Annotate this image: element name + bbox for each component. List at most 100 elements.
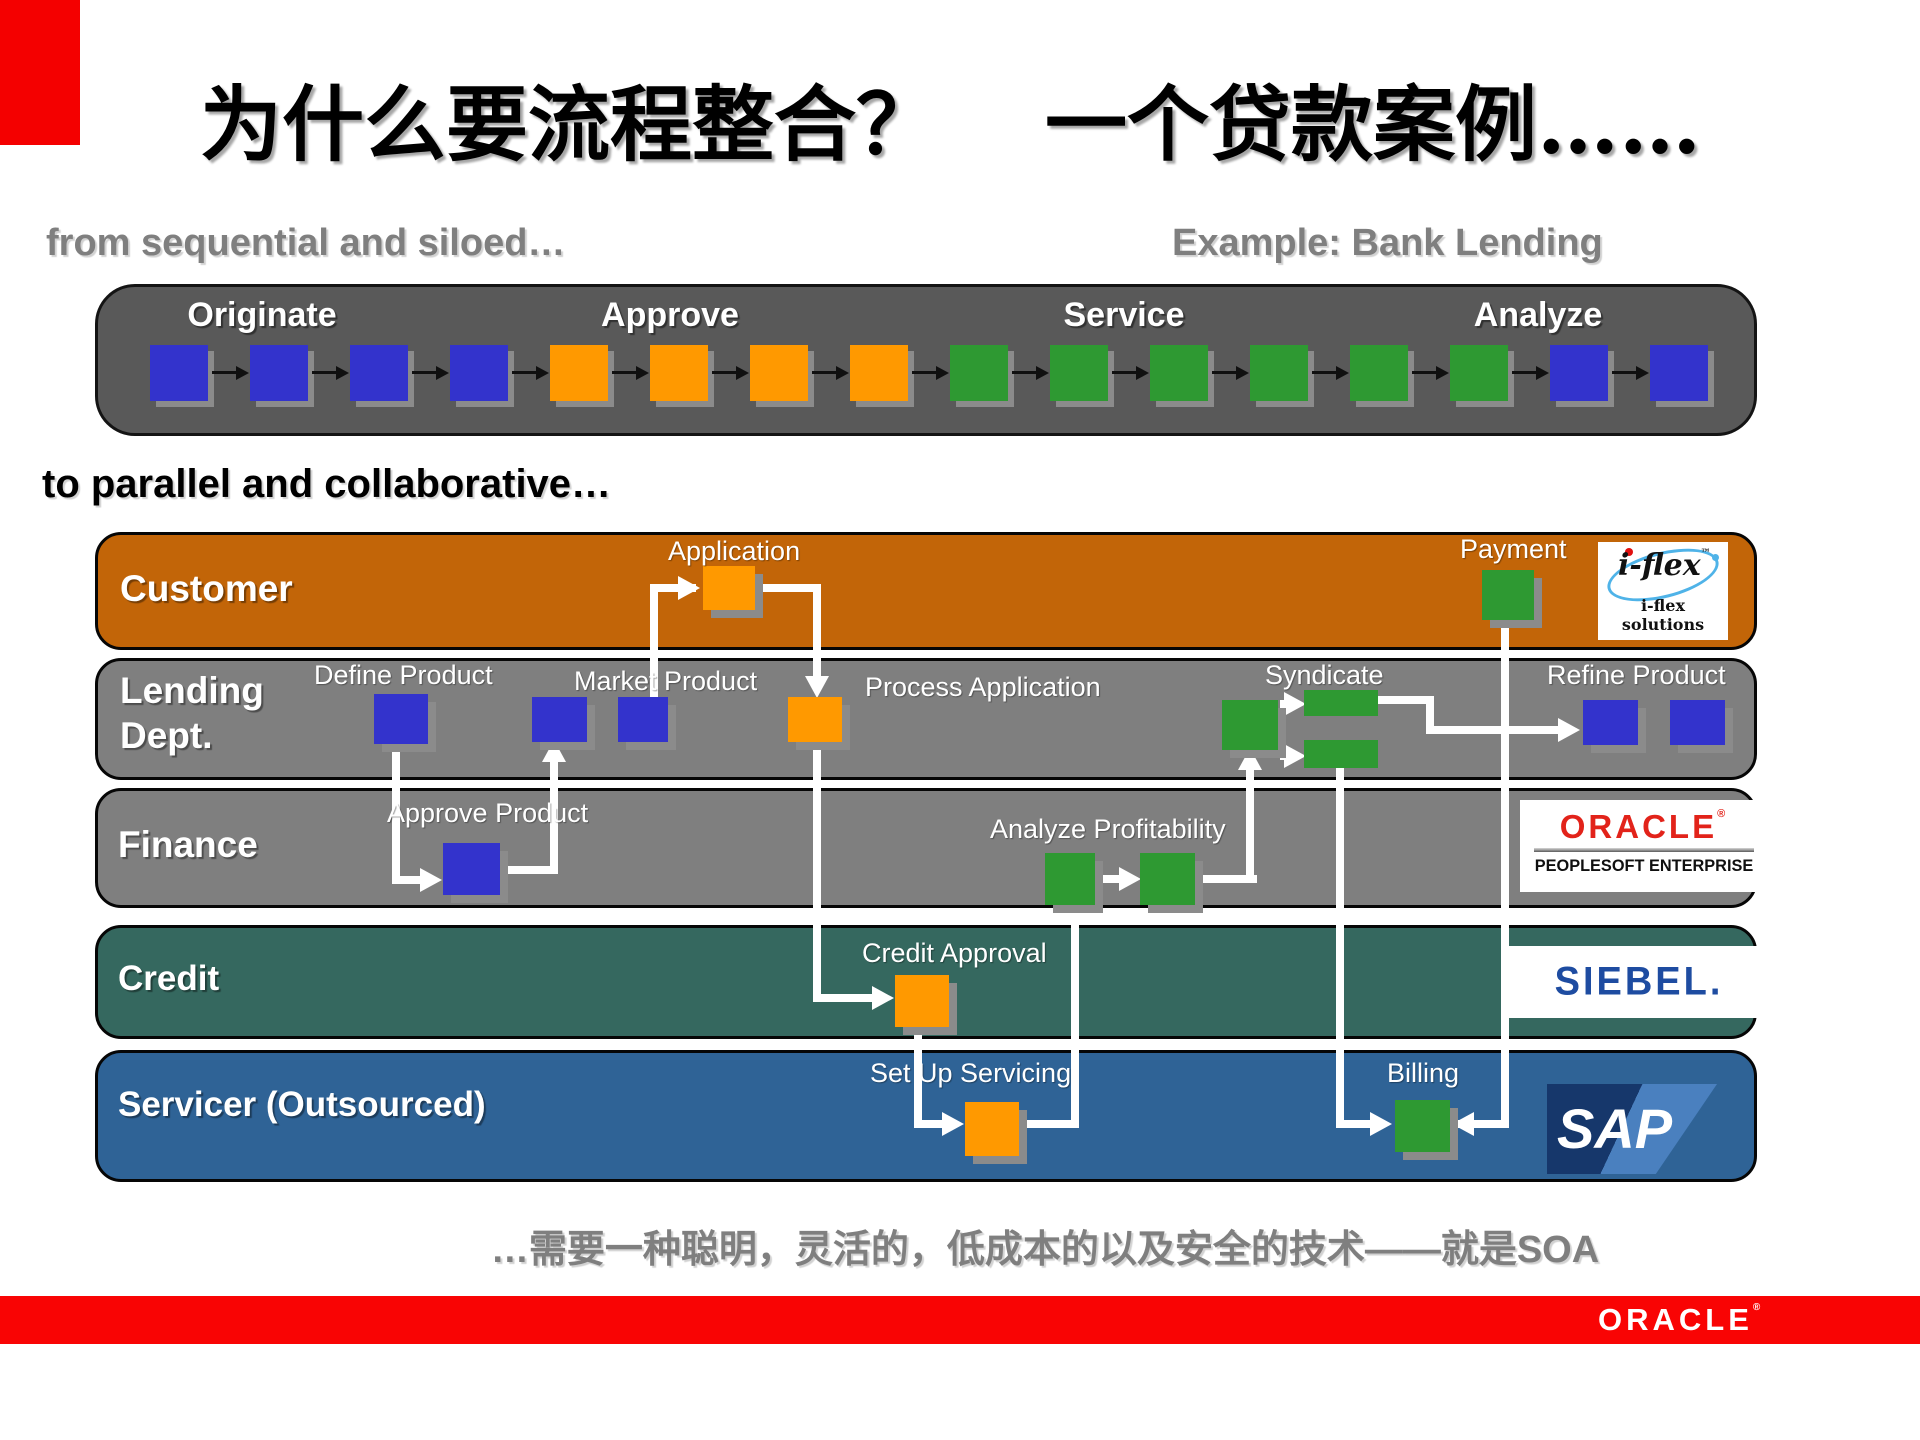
- peoplesoft-divider: [1534, 848, 1754, 852]
- node-label-approve-product: Approve Product: [387, 798, 589, 828]
- iflex-logo: i-flex™ i-flex solutions: [1598, 538, 1728, 640]
- sequence-arrowhead: [236, 366, 249, 380]
- connector-arrowhead: [1284, 744, 1306, 768]
- node-label-market-product: Market Product: [574, 666, 758, 696]
- connector-line: [650, 584, 658, 699]
- node-label-billing: Billing: [1387, 1058, 1460, 1088]
- lane-label-credit: Credit: [118, 959, 220, 998]
- connector-arrowhead: [1452, 1112, 1474, 1136]
- sequence-arrow: [212, 371, 238, 374]
- siebel-wordmark: SIEBEL.: [1554, 959, 1724, 1004]
- peoplesoft-product-wordmark: PEOPLESOFT ENTERPRISE: [1534, 856, 1754, 875]
- sequence-arrow: [1012, 371, 1038, 374]
- step-process-application: [788, 697, 842, 742]
- step-refine-product-2: [1670, 700, 1725, 745]
- step-payment: [1482, 570, 1534, 620]
- sequence-arrowhead: [1336, 366, 1349, 380]
- step-analyze-profitability-2: [1140, 853, 1195, 905]
- sequence-arrow: [612, 371, 638, 374]
- lane-label-finance: Finance: [118, 824, 258, 865]
- connector-line: [813, 742, 821, 1002]
- bar-section-originate: Originate: [187, 296, 337, 334]
- step-approve-product: [443, 843, 500, 895]
- step-define-product: [374, 694, 428, 744]
- sequence-arrowhead: [536, 366, 549, 380]
- connector-line: [1071, 915, 1079, 1128]
- sequence-arrowhead: [1036, 366, 1049, 380]
- sequence-arrow: [812, 371, 838, 374]
- sequence-step-square: [1450, 345, 1508, 401]
- sequence-arrow: [512, 371, 538, 374]
- connector-line: [914, 1027, 922, 1128]
- iflex-wordmark: i-flex™: [1618, 548, 1711, 583]
- sequence-step-square: [1250, 345, 1308, 401]
- sequence-arrow: [1112, 371, 1138, 374]
- connector-line: [1455, 1120, 1509, 1128]
- connector-line: [813, 994, 875, 1002]
- sequence-arrow: [912, 371, 938, 374]
- red-corner-block: [0, 0, 80, 145]
- sequence-step-square: [750, 345, 808, 401]
- sequence-step-square: [550, 345, 608, 401]
- sequence-arrowhead: [736, 366, 749, 380]
- step-market-product-2: [618, 697, 668, 742]
- connector-line: [1246, 760, 1254, 883]
- node-label-define-product: Define Product: [314, 660, 493, 690]
- step-analyze-profitability-1: [1045, 853, 1095, 905]
- connector-line: [550, 752, 558, 874]
- connector-arrowhead: [1063, 901, 1087, 923]
- iflex-blue-dot-icon: [1712, 554, 1719, 561]
- sequence-arrowhead: [1236, 366, 1249, 380]
- lane-label-lending: Lending Dept.: [120, 670, 264, 756]
- sequence-step-square: [350, 345, 408, 401]
- sequence-arrow: [312, 371, 338, 374]
- lane-finance: [95, 788, 1757, 908]
- connector-arrowhead: [420, 868, 442, 892]
- siebel-logo: SIEBEL.: [1508, 946, 1770, 1018]
- step-credit-approval: [895, 975, 949, 1027]
- connector-line: [1426, 726, 1562, 734]
- connector-line: [1336, 768, 1344, 1128]
- step-application: [703, 566, 755, 610]
- connector-arrowhead: [542, 740, 566, 762]
- sequence-arrow: [1612, 371, 1638, 374]
- lane-label-servicer: Servicer (Outsourced): [118, 1085, 486, 1124]
- sequence-arrowhead: [1636, 366, 1649, 380]
- step-set-up-servicing: [965, 1102, 1019, 1156]
- step-market-product-1: [532, 697, 587, 742]
- connector-arrowhead: [1370, 1112, 1392, 1136]
- slide-title-left: 为什么要流程整合？: [200, 77, 939, 173]
- lane-servicer: [95, 1050, 1757, 1182]
- connector-arrowhead: [1238, 748, 1262, 770]
- bar-section-analyze: Analyze: [1473, 296, 1603, 334]
- connector-line: [914, 1120, 950, 1128]
- sap-wordmark: SAP: [1557, 1097, 1673, 1160]
- connector-arrowhead: [872, 986, 894, 1010]
- sequence-step-square: [1550, 345, 1608, 401]
- connector-arrowhead: [805, 676, 829, 698]
- node-label-application: Application: [668, 536, 801, 566]
- caption-sequential: from sequential and siloed…: [46, 222, 566, 264]
- step-syndicate-branch-1: [1304, 690, 1378, 716]
- sequence-arrowhead: [436, 366, 449, 380]
- node-label-process-application: Process Application: [865, 672, 1101, 702]
- sequence-arrowhead: [1136, 366, 1149, 380]
- connector-line: [392, 744, 400, 884]
- sequence-arrowhead: [636, 366, 649, 380]
- step-billing: [1395, 1100, 1450, 1152]
- slide-title-right: 一个贷款案例……: [1045, 77, 1702, 173]
- connector-arrowhead: [1558, 718, 1580, 742]
- connector-line: [1195, 875, 1257, 883]
- caption-parallel: to parallel and collaborative…: [42, 462, 612, 506]
- connector-arrowhead: [678, 576, 700, 600]
- iflex-tm-mark: ™: [1700, 548, 1711, 559]
- connector-line: [650, 584, 696, 592]
- lane-lending: [95, 658, 1757, 780]
- connector-line: [755, 584, 821, 592]
- sequence-arrowhead: [1536, 366, 1549, 380]
- iflex-red-dot-icon: [1625, 548, 1633, 556]
- connector-arrowhead: [1284, 692, 1306, 716]
- sequence-arrow: [1512, 371, 1538, 374]
- sequence-step-square: [250, 345, 308, 401]
